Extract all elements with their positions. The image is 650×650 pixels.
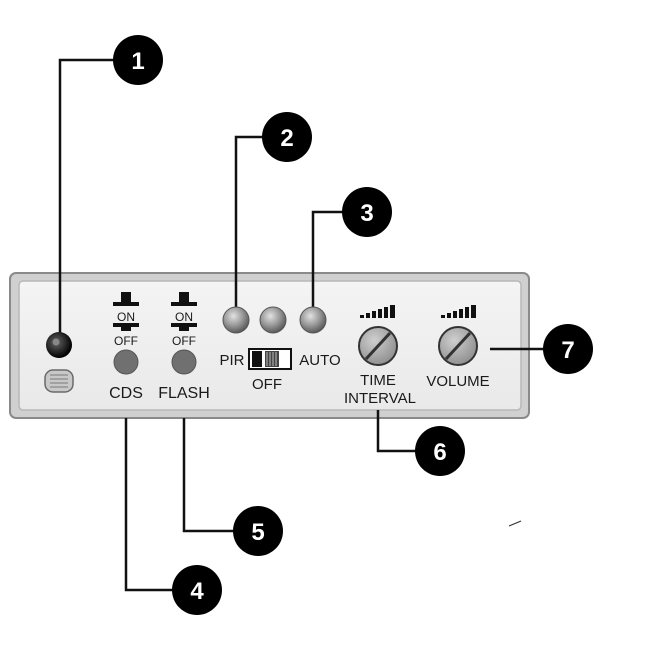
flash-label: FLASH	[158, 385, 210, 402]
cds-on-label: ON	[117, 310, 135, 324]
callout-5: 5	[233, 506, 283, 556]
cds-label: CDS	[109, 385, 143, 402]
indicator-led-pir	[222, 306, 250, 334]
flash-switch-icon	[171, 292, 197, 331]
volume-label: VOLUME	[426, 373, 489, 390]
svg-text:2: 2	[280, 125, 293, 152]
svg-text:4: 4	[190, 578, 204, 605]
svg-text:1: 1	[131, 48, 144, 75]
callout-3: 3	[342, 187, 392, 237]
callout-7: 7	[543, 324, 593, 374]
interval-label: INTERVAL	[344, 390, 416, 407]
time-interval-knob[interactable]	[358, 326, 398, 366]
mode-pir-label: PIR	[219, 352, 244, 369]
callout-2: 2	[262, 112, 312, 162]
callout-6: 6	[415, 426, 465, 476]
panel	[9, 272, 530, 419]
cds-off-label: OFF	[114, 334, 138, 348]
indicator-led-auto	[299, 306, 327, 334]
indicator-led-middle	[259, 306, 287, 334]
volume-knob[interactable]	[438, 326, 478, 366]
mode-slide-switch[interactable]	[248, 348, 292, 370]
svg-text:6: 6	[433, 439, 446, 466]
svg-text:7: 7	[561, 337, 574, 364]
time-label: TIME	[360, 372, 396, 389]
light-sensor	[46, 332, 72, 358]
flash-on-label: ON	[175, 310, 193, 324]
callout-1: 1	[113, 35, 163, 85]
svg-text:3: 3	[360, 200, 373, 227]
photocell-icon	[44, 369, 74, 393]
cds-button[interactable]	[113, 349, 139, 375]
mode-off-label: OFF	[252, 376, 282, 393]
flash-button[interactable]	[171, 349, 197, 375]
stray-mark	[508, 520, 522, 527]
svg-text:5: 5	[251, 519, 264, 546]
leader-line-4	[124, 418, 197, 592]
volume-level-icon	[441, 305, 476, 318]
time-level-icon	[360, 305, 395, 318]
cds-switch-icon	[113, 292, 139, 331]
callout-4: 4	[172, 565, 222, 615]
mode-auto-label: AUTO	[299, 352, 340, 369]
leader-line-1	[58, 58, 138, 333]
flash-off-label: OFF	[172, 334, 196, 348]
